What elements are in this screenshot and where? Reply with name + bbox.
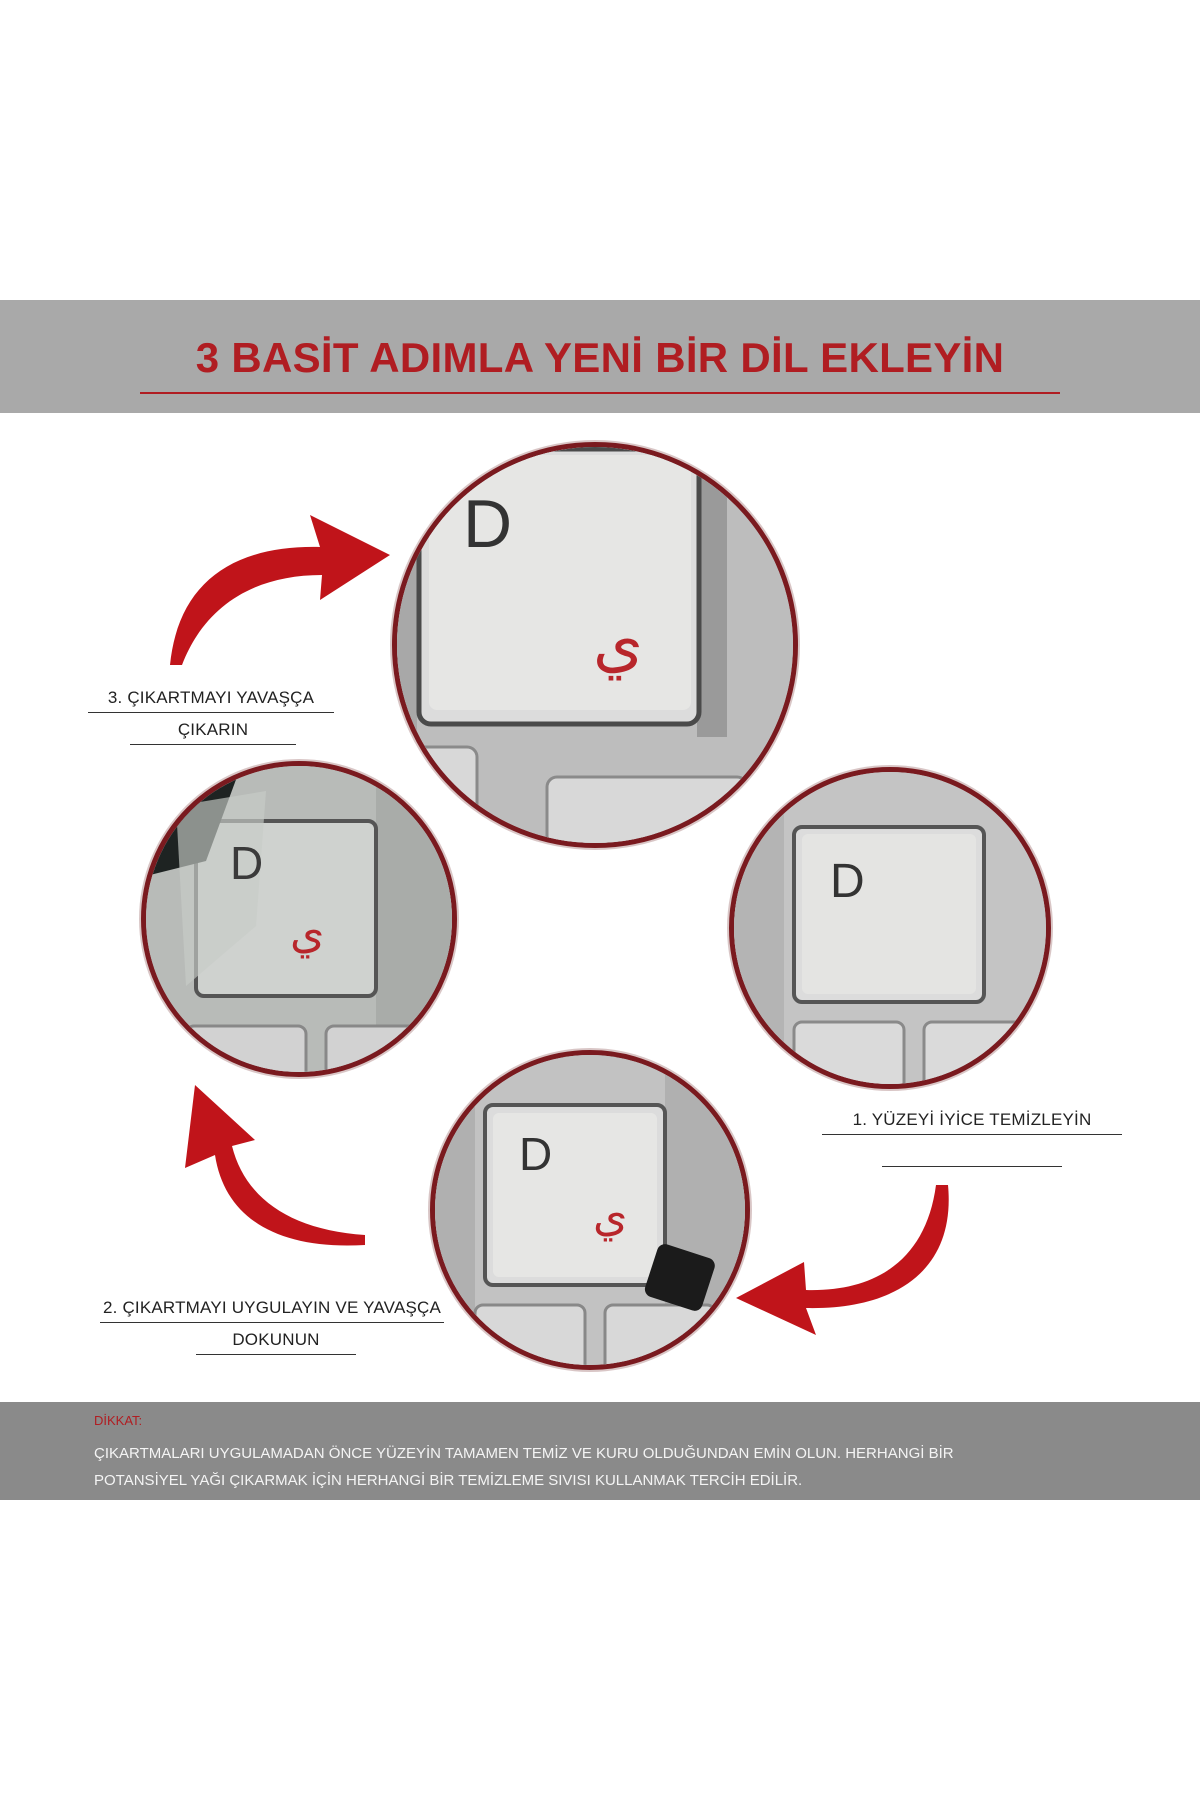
key-letter-arabic: ي <box>593 607 644 681</box>
curved-arrow-icon <box>736 1185 949 1335</box>
key-letter-latin: D <box>463 486 513 562</box>
key-letter-latin: D <box>830 855 865 908</box>
step3-label-rule <box>88 712 334 713</box>
title-banner <box>0 300 1200 413</box>
key-letter-latin: D <box>519 1128 553 1180</box>
notice-text: ÇIKARTMALARI UYGULAMADAN ÖNCE YÜZEYİN TA… <box>94 1440 1134 1494</box>
step3-photo: D ي <box>141 761 457 1077</box>
notice-line-1: ÇIKARTMALARI UYGULAMADAN ÖNCE YÜZEYİN TA… <box>94 1445 954 1462</box>
curved-arrow-icon <box>185 1085 365 1246</box>
key-letter-latin: D <box>230 837 264 889</box>
notice-label: DİKKAT: <box>94 1413 143 1428</box>
step2-label-rule <box>100 1322 444 1323</box>
step2-label-line1: 2. ÇIKARTMAYI UYGULAYIN VE YAVAŞÇA <box>102 1298 442 1317</box>
step3-label-rule <box>130 744 296 745</box>
step1-photo: D <box>729 767 1051 1089</box>
step1-label-rule <box>882 1166 1062 1167</box>
step-result-photo: D ي <box>392 442 798 848</box>
title-underline <box>140 392 1060 394</box>
step2-label-rule <box>196 1354 356 1355</box>
page-title: 3 BASİT ADIMLA YENİ BİR DİL EKLEYİN <box>195 334 1005 381</box>
key-letter-arabic: ي <box>290 908 325 959</box>
step1-label-rule <box>822 1134 1122 1135</box>
step2-photo: D ي <box>430 1050 750 1370</box>
step3-label-line1: 3. ÇIKARTMAYI YAVAŞÇA <box>107 688 315 707</box>
key-letter-arabic: ي <box>593 1191 628 1242</box>
curved-arrow-icon <box>170 515 390 665</box>
notice-banner <box>0 1402 1200 1500</box>
step3-label-line2: ÇIKARIN <box>177 720 249 739</box>
notice-line-2: POTANSİYEL YAĞI ÇIKARMAK İÇİN HERHANGİ B… <box>94 1472 803 1489</box>
step2-label-line2: DOKUNUN <box>232 1330 320 1349</box>
step1-label: 1. YÜZEYİ İYİCE TEMİZLEYİN <box>852 1110 1092 1129</box>
